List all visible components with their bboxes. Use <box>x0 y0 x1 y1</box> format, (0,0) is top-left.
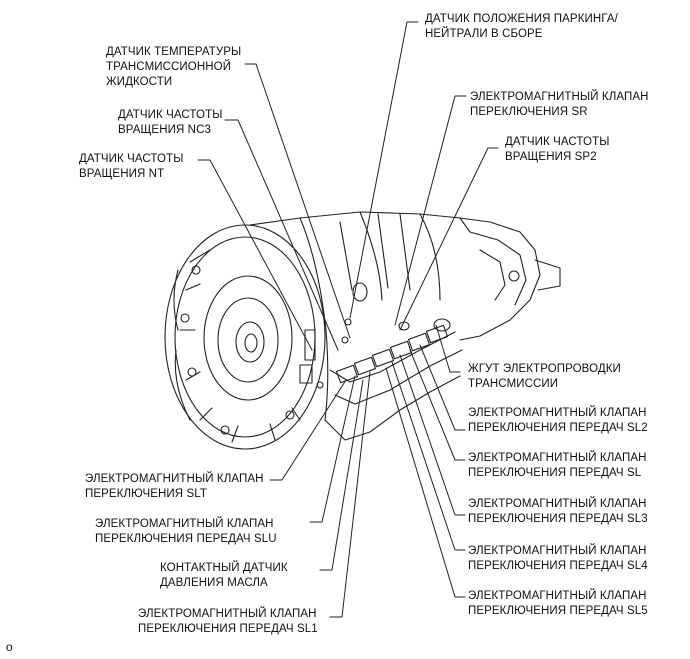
label-solenoid-sl3: ЭЛЕКТРОМАГНИТНЫЙ КЛАПАН ПЕРЕКЛЮЧЕНИЯ ПЕР… <box>468 498 648 525</box>
label-speed-sensor-nt: ДАТЧИК ЧАСТОТЫ ВРАЩЕНИЯ NT <box>79 153 184 180</box>
label-solenoid-sl4: ЭЛЕКТРОМАГНИТНЫЙ КЛАПАН ПЕРЕКЛЮЧЕНИЯ ПЕР… <box>468 545 648 572</box>
label-wire-harness: ЖГУТ ЭЛЕКТРОПРОВОДКИ ТРАНСМИССИИ <box>468 363 621 390</box>
label-solenoid-sl2: ЭЛЕКТРОМАГНИТНЫЙ КЛАПАН ПЕРЕКЛЮЧЕНИЯ ПЕР… <box>468 407 648 434</box>
figure-code: o <box>6 640 13 654</box>
label-oil-pressure-switch: КОНТАКТНЫЙ ДАТЧИК ДАВЛЕНИЯ МАСЛА <box>160 562 288 589</box>
label-speed-sensor-nc3: ДАТЧИК ЧАСТОТЫ ВРАЩЕНИЯ NC3 <box>118 109 223 136</box>
label-solenoid-sr: ЭЛЕКТРОМАГНИТНЫЙ КЛАПАН ПЕРЕКЛЮЧЕНИЯ SR <box>470 91 649 118</box>
label-solenoid-slu: ЭЛЕКТРОМАГНИТНЫЙ КЛАПАН ПЕРЕКЛЮЧЕНИЯ ПЕР… <box>95 518 277 545</box>
transmission-illustration <box>164 211 561 450</box>
label-speed-sensor-sp2: ДАТЧИК ЧАСТОТЫ ВРАЩЕНИЯ SP2 <box>505 136 610 163</box>
label-solenoid-sl1: ЭЛЕКТРОМАГНИТНЫЙ КЛАПАН ПЕРЕКЛЮЧЕНИЯ ПЕР… <box>138 608 318 635</box>
label-park-neutral-sensor: ДАТЧИК ПОЛОЖЕНИЯ ПАРКИНГА/ НЕЙТРАЛИ В СБ… <box>425 13 618 40</box>
leader-lines <box>197 21 499 618</box>
label-fluid-temp-sensor: ДАТЧИК ТЕМПЕРАТУРЫ ТРАНСМИССИОННОЙ ЖИДКО… <box>106 46 242 88</box>
label-solenoid-slt: ЭЛЕКТРОМАГНИТНЫЙ КЛАПАН ПЕРЕКЛЮЧЕНИЯ SLT <box>85 473 264 500</box>
label-solenoid-sl5: ЭЛЕКТРОМАГНИТНЫЙ КЛАПАН ПЕРЕКЛЮЧЕНИЯ ПЕР… <box>468 590 648 617</box>
solenoid-group <box>299 282 451 389</box>
label-solenoid-sl: ЭЛЕКТРОМАГНИТНЫЙ КЛАПАН ПЕРЕКЛЮЧЕНИЯ ПЕР… <box>468 452 647 479</box>
